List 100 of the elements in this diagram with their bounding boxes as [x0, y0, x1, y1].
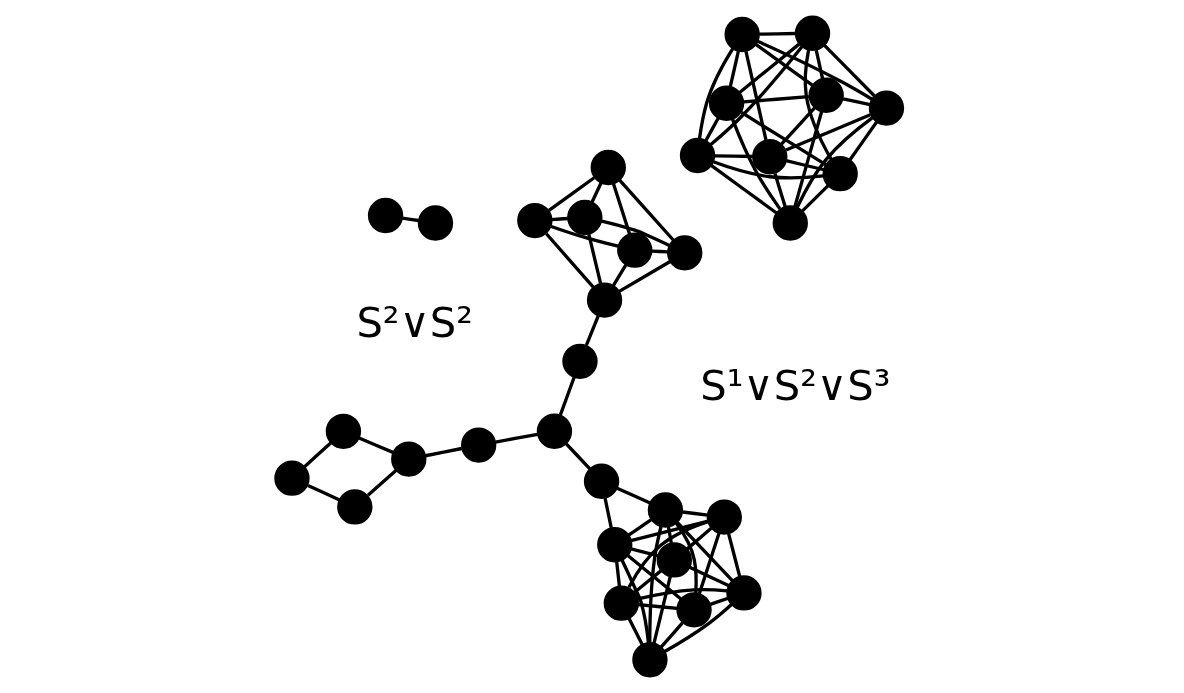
connector	[772, 173, 787, 208]
connector	[302, 441, 332, 469]
connector	[544, 232, 594, 289]
node-circle	[822, 156, 858, 192]
connector	[633, 569, 662, 594]
node-circle	[794, 15, 830, 51]
connector	[758, 31, 796, 36]
node-circle	[675, 592, 712, 628]
connector	[703, 117, 720, 142]
connector	[726, 533, 741, 577]
node-circle	[751, 139, 787, 175]
connector	[617, 260, 671, 293]
node-circle	[561, 343, 598, 379]
node-circle	[868, 90, 904, 126]
connector	[551, 216, 568, 222]
connector	[611, 264, 627, 287]
connector	[814, 49, 824, 80]
connector	[611, 182, 631, 235]
connector	[822, 44, 875, 97]
node-circle	[586, 282, 622, 318]
connector	[627, 518, 652, 537]
connector	[697, 532, 721, 595]
connector	[848, 121, 878, 161]
connector	[564, 442, 591, 470]
connector	[675, 521, 734, 582]
node-circle	[724, 16, 760, 53]
connector	[602, 497, 613, 529]
connector	[795, 116, 873, 209]
node-circle	[336, 489, 372, 525]
node-circle	[808, 77, 844, 113]
label: S²∨S²	[355, 298, 473, 348]
node-circle	[666, 235, 702, 271]
connector	[842, 97, 870, 107]
node-circle	[656, 542, 692, 578]
connector	[709, 164, 777, 215]
node-circle	[679, 137, 715, 174]
connector	[685, 527, 712, 551]
connector	[688, 565, 729, 588]
connector	[626, 554, 682, 601]
connector	[743, 95, 809, 104]
connector	[637, 603, 677, 610]
connector	[659, 621, 684, 649]
connector	[697, 47, 734, 140]
node-circle	[273, 460, 310, 496]
connector	[743, 50, 768, 141]
connector	[366, 468, 397, 497]
connector	[617, 179, 675, 242]
connector	[681, 510, 708, 517]
node-circle	[367, 197, 403, 234]
connector	[712, 160, 824, 180]
connector	[401, 216, 419, 223]
node-circle	[417, 205, 453, 241]
connector	[586, 233, 602, 284]
node-circle	[460, 427, 496, 463]
connector	[357, 436, 394, 454]
node-circle	[647, 492, 683, 528]
connector	[709, 596, 729, 606]
connector	[651, 575, 672, 644]
connector	[740, 111, 827, 167]
connector	[784, 113, 871, 152]
node-circle	[706, 499, 742, 535]
connector	[792, 111, 823, 208]
connector	[803, 49, 833, 161]
connector	[663, 603, 733, 653]
connector	[424, 446, 462, 458]
connector	[494, 432, 538, 444]
node-circle	[566, 199, 602, 236]
node-circle	[631, 642, 668, 678]
connector	[754, 42, 813, 87]
node-circle	[583, 463, 619, 499]
connector	[738, 42, 800, 94]
connector	[756, 39, 873, 101]
connector	[615, 486, 651, 505]
connector	[547, 176, 595, 212]
connector	[730, 118, 781, 210]
connector	[620, 559, 650, 643]
connector	[549, 224, 618, 248]
node-circle	[708, 85, 744, 121]
node-circle	[590, 149, 626, 186]
connector	[713, 154, 753, 159]
connector	[600, 219, 670, 247]
connector	[647, 526, 663, 643]
node-circle	[325, 413, 361, 450]
connector	[614, 561, 621, 587]
connector	[785, 159, 824, 172]
connector	[651, 249, 668, 254]
connector	[709, 45, 803, 146]
label: S¹∨S²∨S³	[699, 360, 890, 410]
node-circle	[603, 585, 639, 621]
connector	[728, 50, 740, 88]
connector	[630, 519, 709, 543]
connector	[558, 377, 576, 416]
node-circle	[725, 575, 762, 611]
connector	[779, 106, 816, 146]
connector	[306, 483, 340, 502]
connector	[630, 547, 658, 558]
connector	[589, 182, 603, 203]
node-circle	[772, 205, 808, 241]
connector	[627, 520, 709, 589]
node-circle	[516, 202, 552, 239]
